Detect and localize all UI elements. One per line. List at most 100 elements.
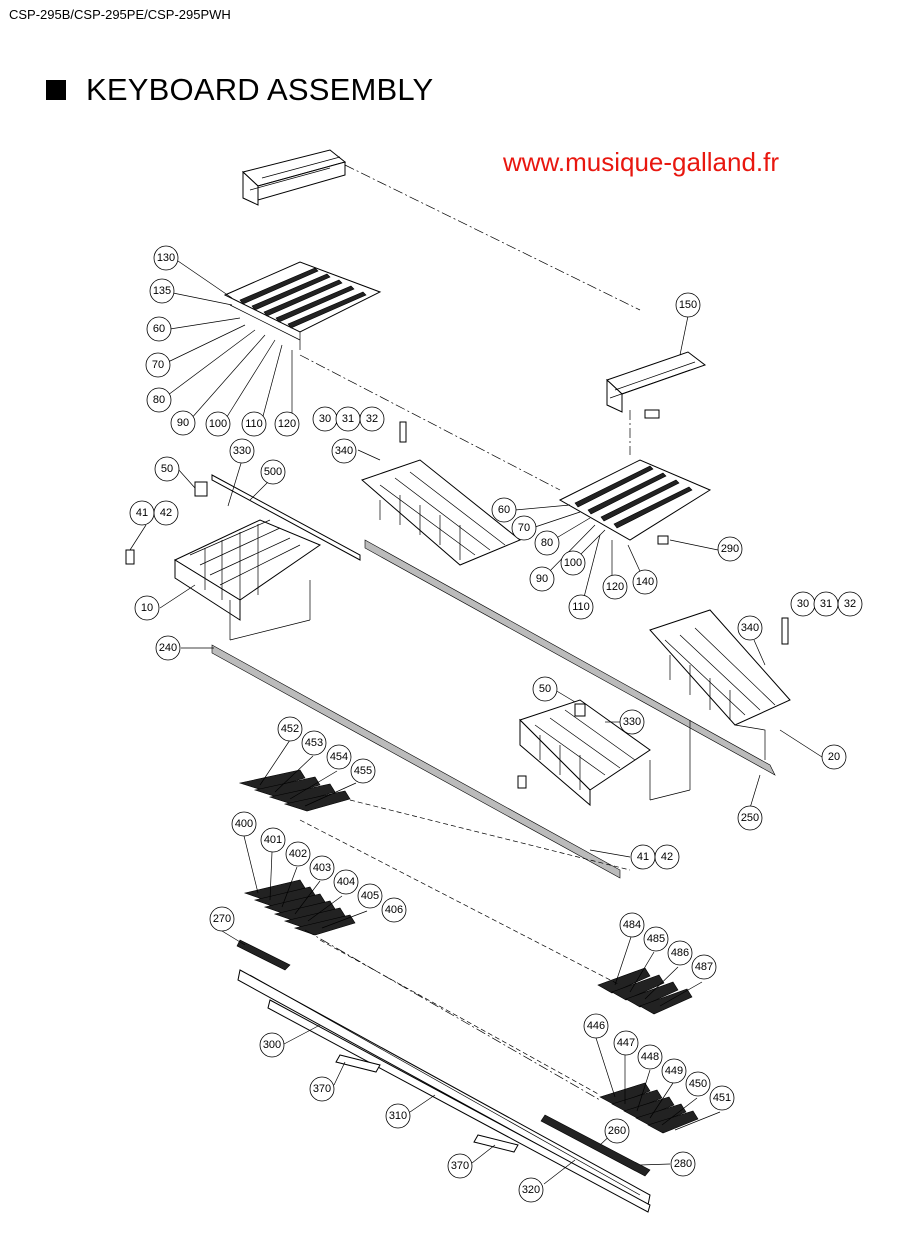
callout-454: 454 xyxy=(326,744,352,770)
callout-140: 140 xyxy=(632,569,658,595)
callout-448: 448 xyxy=(637,1044,663,1070)
callout-446: 446 xyxy=(583,1013,609,1039)
svg-text:90: 90 xyxy=(177,417,189,429)
website-watermark: www.musique-galland.fr xyxy=(503,147,780,177)
callout-90: 90 xyxy=(170,410,196,436)
svg-text:405: 405 xyxy=(361,890,379,902)
svg-text:42: 42 xyxy=(661,851,673,863)
callout-70b: 70 xyxy=(511,515,537,541)
callout-50: 50 xyxy=(154,456,180,482)
svg-text:70: 70 xyxy=(518,522,530,534)
right-key-block xyxy=(606,351,707,419)
callout-120: 120 xyxy=(274,411,300,437)
callout-310: 310 xyxy=(385,1103,411,1129)
svg-text:130: 130 xyxy=(157,252,175,264)
svg-text:310: 310 xyxy=(389,1110,407,1122)
callout-330: 330 xyxy=(229,438,255,464)
callout-135: 135 xyxy=(149,278,175,304)
right-frame xyxy=(649,609,791,726)
svg-text:30: 30 xyxy=(797,598,809,610)
callout-449: 449 xyxy=(661,1058,687,1084)
callout-80b: 80 xyxy=(534,530,560,556)
callout-250: 250 xyxy=(737,805,763,831)
svg-text:50: 50 xyxy=(539,683,551,695)
felt-strips xyxy=(236,939,651,1177)
svg-text:487: 487 xyxy=(695,961,713,973)
callout-487: 487 xyxy=(691,954,717,980)
callout-405: 405 xyxy=(357,883,383,909)
callout-240: 240 xyxy=(155,635,181,661)
callout-455: 455 xyxy=(350,758,376,784)
svg-text:320: 320 xyxy=(522,1184,540,1196)
callout-32: 32 xyxy=(359,406,385,432)
callout-370: 370 xyxy=(309,1076,335,1102)
svg-text:455: 455 xyxy=(354,765,372,777)
callout-452: 452 xyxy=(277,716,303,742)
svg-text:453: 453 xyxy=(305,737,323,749)
assembly-guide-lines xyxy=(229,164,766,1101)
svg-text:452: 452 xyxy=(281,723,299,735)
callout-60: 60 xyxy=(146,316,172,342)
svg-text:42: 42 xyxy=(160,507,172,519)
svg-text:240: 240 xyxy=(159,642,177,654)
callout-447: 447 xyxy=(613,1030,639,1056)
callout-20: 20 xyxy=(821,744,847,770)
svg-text:30: 30 xyxy=(319,413,331,425)
callout-41b: 41 xyxy=(630,844,656,870)
upper-left-key-group xyxy=(223,261,382,350)
svg-text:260: 260 xyxy=(608,1125,626,1137)
svg-text:120: 120 xyxy=(606,581,624,593)
svg-text:340: 340 xyxy=(741,622,759,634)
callout-403: 403 xyxy=(309,855,335,881)
svg-text:454: 454 xyxy=(330,751,348,763)
hammer-group-400 xyxy=(243,879,356,936)
svg-text:449: 449 xyxy=(665,1065,683,1077)
middle-right-key-group xyxy=(558,459,712,545)
callout-41: 41 xyxy=(129,500,155,526)
svg-text:32: 32 xyxy=(844,598,856,610)
svg-text:500: 500 xyxy=(264,466,282,478)
callout-485: 485 xyxy=(643,926,669,952)
callout-401: 401 xyxy=(260,827,286,853)
svg-text:280: 280 xyxy=(674,1158,692,1170)
callout-120b: 120 xyxy=(602,574,628,600)
callout-270: 270 xyxy=(209,906,235,932)
callout-10: 10 xyxy=(134,595,160,621)
callout-80: 80 xyxy=(146,387,172,413)
svg-text:60: 60 xyxy=(498,504,510,516)
callout-280: 280 xyxy=(670,1151,696,1177)
svg-text:32: 32 xyxy=(366,413,378,425)
callout-330b: 330 xyxy=(619,709,645,735)
svg-text:31: 31 xyxy=(342,413,354,425)
callout-404: 404 xyxy=(333,869,359,895)
svg-text:90: 90 xyxy=(536,573,548,585)
svg-text:340: 340 xyxy=(335,445,353,457)
callout-340: 340 xyxy=(331,438,357,464)
svg-text:447: 447 xyxy=(617,1037,635,1049)
svg-text:370: 370 xyxy=(313,1083,331,1095)
svg-text:100: 100 xyxy=(564,557,582,569)
svg-text:401: 401 xyxy=(264,834,282,846)
leader-lines xyxy=(129,260,823,1185)
callout-110: 110 xyxy=(241,411,267,437)
callouts: 130 135 60 70 80 90 100 110 120 150 30 3… xyxy=(129,245,863,1203)
callout-486: 486 xyxy=(667,940,693,966)
svg-text:290: 290 xyxy=(721,543,739,555)
svg-text:486: 486 xyxy=(671,947,689,959)
callout-50b: 50 xyxy=(532,676,558,702)
model-number: CSP-295B/CSP-295PE/CSP-295PWH xyxy=(9,7,231,22)
callout-484: 484 xyxy=(619,912,645,938)
callout-406: 406 xyxy=(381,897,407,923)
page-title: KEYBOARD ASSEMBLY xyxy=(86,72,434,107)
svg-text:406: 406 xyxy=(385,904,403,916)
callout-42b: 42 xyxy=(654,844,680,870)
svg-text:10: 10 xyxy=(141,602,153,614)
svg-text:100: 100 xyxy=(209,418,227,430)
svg-text:402: 402 xyxy=(289,848,307,860)
top-key-block xyxy=(241,149,347,206)
pads-370 xyxy=(335,1054,519,1153)
svg-text:270: 270 xyxy=(213,913,231,925)
bar-mid xyxy=(364,539,776,776)
callout-42: 42 xyxy=(153,500,179,526)
